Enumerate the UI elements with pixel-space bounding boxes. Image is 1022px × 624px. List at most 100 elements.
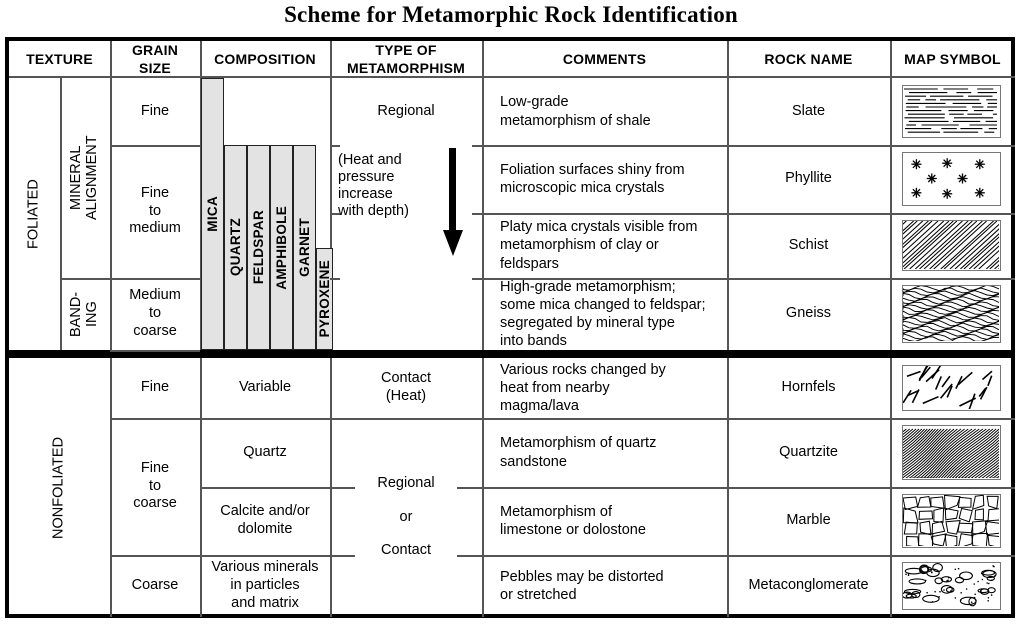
map-symbol-quartzite-dense-diagonal (902, 425, 1001, 480)
row-tick-left (330, 145, 340, 147)
metamorphism-contact-label: Contact(Heat) (381, 370, 431, 404)
texture-label-nonfoliated: NONFOLIATED (50, 436, 67, 539)
comments-row-line (482, 555, 727, 557)
page-title: Scheme for Metamorphic Rock Identificati… (284, 2, 738, 27)
map-symbol-row-line (890, 145, 1015, 147)
texture-sub-divider (60, 278, 110, 280)
section-divider (9, 350, 1015, 358)
mineral-bar-garnet: GARNET (293, 145, 316, 350)
header-separator (330, 41, 332, 78)
grain-size-row-line (110, 145, 200, 147)
rock-name-cell-6: Quartzite (779, 443, 838, 460)
mineral-bar-label: PYROXENE (317, 260, 332, 338)
row-tick-left (330, 213, 340, 215)
mineral-bar-label: GARNET (297, 218, 312, 277)
header-separator (890, 41, 892, 78)
rock-name-cell-7: Marble (786, 512, 831, 529)
grain-size-cell-6: Coarse (131, 577, 179, 594)
map-symbol-metaconglomerate-pebbles (902, 562, 1001, 610)
metamorphism-row-line (330, 418, 482, 420)
rock-name-row-line (727, 278, 890, 280)
header-separator (482, 41, 484, 78)
rock-name-row-line (727, 555, 890, 557)
rock-name-row-line (727, 418, 890, 420)
grain-size-row-line (110, 278, 200, 280)
map-symbol-gneiss-wavy-bands (902, 285, 1001, 343)
row-tick-right (457, 555, 482, 557)
map-symbol-row-line (890, 213, 1015, 215)
mineral-bar-quartz: QUARTZ (224, 145, 247, 350)
comments-row-line (482, 418, 727, 420)
header-separator (110, 41, 112, 78)
mineral-bar-label: FELDSPAR (251, 210, 266, 285)
rock-name-cell-3: Schist (788, 236, 829, 253)
rock-name-cell-4: Gneiss (785, 305, 832, 322)
composition-row-line (200, 487, 330, 489)
mineral-bar-label: QUARTZ (228, 218, 243, 277)
map-symbol-phyllite-asterisks (902, 152, 1001, 206)
row-tick-left (330, 278, 340, 280)
composition-cell-2: Quartz (243, 443, 287, 460)
grain-size-cell-1: Fine (140, 102, 170, 119)
row-tick-right (457, 487, 482, 489)
comments-row-line (482, 213, 727, 215)
map-symbol-row-line (890, 418, 1015, 420)
row-tick-right (472, 278, 482, 280)
map-symbol-schist-diagonal-hatch (902, 220, 1001, 271)
column-header-composition: COMPOSITION (214, 50, 316, 67)
mineral-bar-amphibole: AMPHIBOLE (270, 145, 293, 350)
composition-row-line (200, 555, 330, 557)
grain-size-row-line (110, 418, 200, 420)
map-symbol-slate-horizontal-lines (902, 85, 1001, 138)
row-tick-right (472, 145, 482, 147)
column-header-rock_name: ROCK NAME (764, 50, 853, 67)
texture-grain-line (110, 78, 112, 350)
comments-row-line (482, 278, 727, 280)
map-symbol-row-line (890, 278, 1015, 280)
row-tick-left (330, 555, 355, 557)
rock-name-cell-1: Slate (791, 102, 826, 119)
metamorphism-regional-label: Regional (377, 102, 435, 119)
texture-sub-banding: BAND-ING (68, 291, 100, 337)
texture-grain-line (110, 358, 112, 617)
mineral-bar-feldspar: FELDSPAR (247, 145, 270, 350)
map-symbol-hornfels-dashes (902, 365, 1001, 411)
grain-size-row-line (110, 350, 200, 352)
grain-size-cell-4: Fine (140, 379, 170, 396)
grain-composition-line (200, 78, 202, 350)
mineral-bar-pyroxene: PYROXENE (316, 248, 333, 350)
texture-subcolumn-line (60, 78, 62, 350)
mineral-bar-mica: MICA (201, 78, 224, 350)
composition-row-line (200, 418, 330, 420)
header-separator (727, 41, 729, 78)
comments-row-line (482, 145, 727, 147)
texture-label-foliated: FOLIATED (25, 179, 42, 249)
composition-cell-1: Variable (238, 379, 292, 396)
mineral-bar-label: AMPHIBOLE (274, 205, 289, 290)
grain-size-row-line (110, 555, 200, 557)
map-symbol-row-line (890, 487, 1015, 489)
row-tick-right (472, 213, 482, 215)
mineral-bar-label: MICA (205, 196, 220, 232)
map-symbol-marble-polygons (902, 494, 1001, 548)
map-symbol-row-line (890, 555, 1015, 557)
header-bottom-rule (9, 76, 1015, 78)
rock-name-row-line (727, 213, 890, 215)
